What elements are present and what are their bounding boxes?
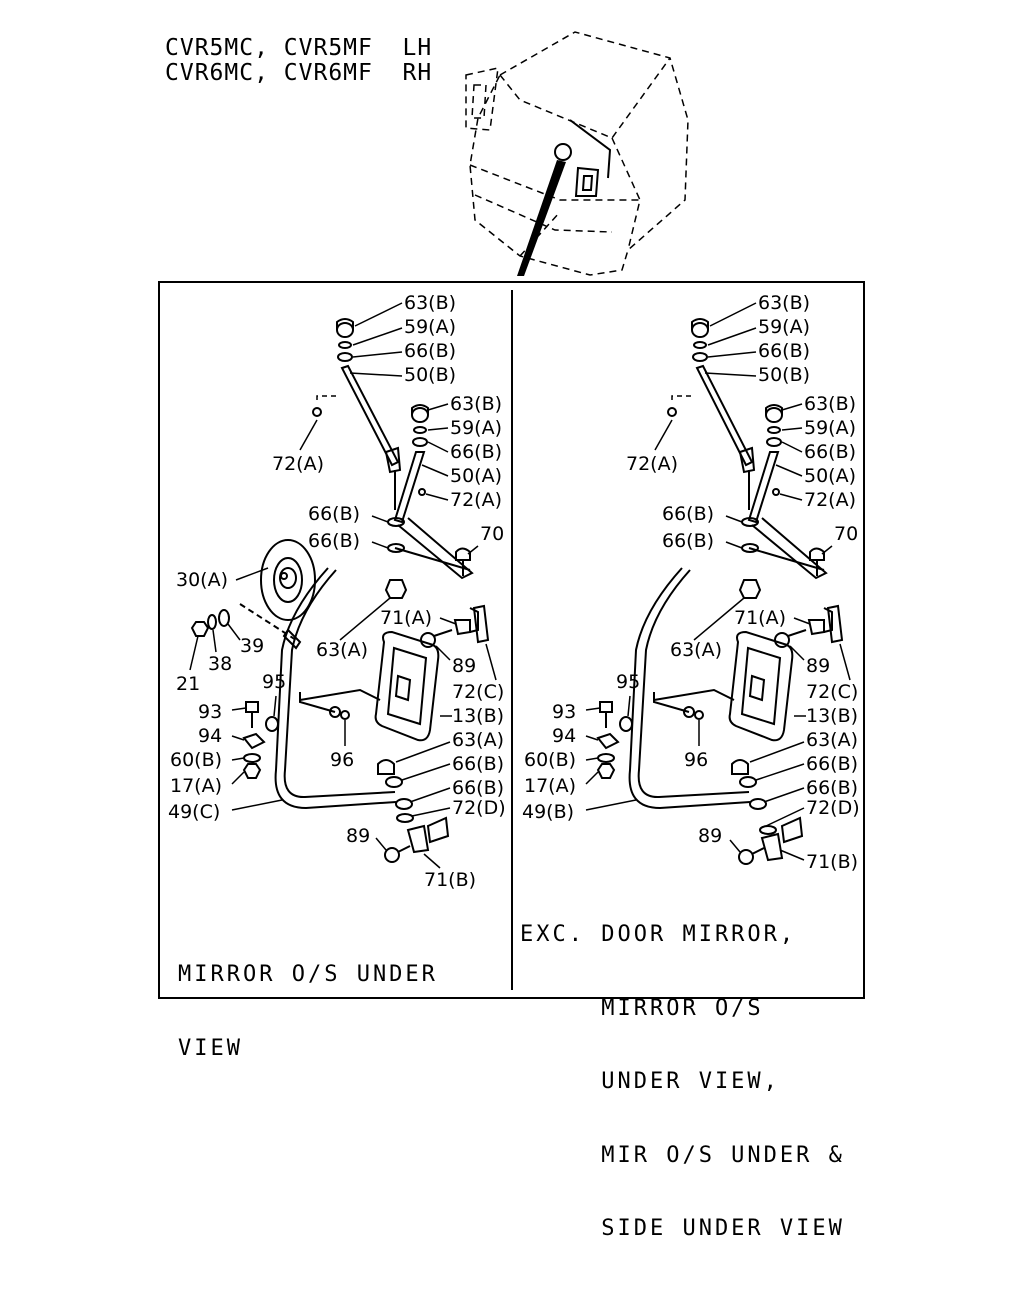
label: 59(A) (450, 417, 502, 439)
label: 59(A) (758, 316, 810, 338)
model-title-line-2: CVR6MC, CVR6MF RH (165, 60, 433, 86)
label: 89 (452, 655, 476, 677)
label: 89 (346, 825, 370, 847)
label: 72(A) (626, 453, 678, 475)
label: 95 (616, 671, 640, 693)
note-line: MIRROR O/S UNDER (178, 962, 438, 987)
label: 93 (552, 701, 576, 723)
label: 50(A) (450, 465, 502, 487)
label: 72(C) (452, 681, 504, 703)
label: 13(B) (452, 705, 504, 727)
label: 89 (806, 655, 830, 677)
label: 71(A) (380, 607, 432, 629)
label: 96 (330, 749, 354, 771)
label: 60(B) (170, 749, 222, 771)
label: 66(B) (758, 340, 810, 362)
note-line: MIRROR O/S (520, 995, 764, 1021)
label: 38 (208, 653, 232, 675)
note-line: VIEW (178, 1035, 243, 1061)
diagram-frame (158, 281, 865, 999)
label: 96 (684, 749, 708, 771)
note-line: MIR O/S UNDER & (520, 1142, 845, 1168)
label: 50(B) (404, 364, 456, 386)
right-part-labels: 63(B) 59(A) 66(B) 50(B) 63(B) 59(A) 66(B… (522, 292, 860, 873)
label: 70 (834, 523, 858, 545)
label: 72(D) (806, 797, 860, 819)
right-panel-note: EXC. DOOR MIRROR, MIRROR O/S UNDER VIEW,… (520, 874, 845, 1291)
label: 60(B) (524, 749, 576, 771)
label: 66(B) (804, 441, 856, 463)
label: 93 (198, 701, 222, 723)
label: 71(B) (424, 869, 476, 891)
label: 63(B) (450, 393, 502, 415)
label: 89 (698, 825, 722, 847)
label: 66(B) (404, 340, 456, 362)
cab-mirror-locator (554, 119, 612, 197)
label: 66(B) (806, 753, 858, 775)
label: 66(B) (662, 530, 714, 552)
label: 63(A) (316, 639, 368, 661)
label: 66(B) (452, 753, 504, 775)
label: 66(B) (806, 777, 858, 799)
label: 95 (262, 671, 286, 693)
label: 71(A) (734, 607, 786, 629)
label: 66(B) (308, 530, 360, 552)
label: 72(A) (450, 489, 502, 511)
note-line: UNDER VIEW, (520, 1069, 780, 1094)
label: 17(A) (170, 775, 222, 797)
label: 66(B) (308, 503, 360, 525)
right-panel-parts (596, 318, 844, 865)
note-line: SIDE UNDER VIEW (520, 1216, 845, 1241)
label: 59(A) (804, 417, 856, 439)
label: 66(B) (452, 777, 504, 799)
label: 94 (198, 725, 222, 747)
left-part-labels: 63(B) 59(A) 66(B) 50(B) 63(B) 59(A) 66(B… (168, 292, 506, 891)
right-panel-leaders (585, 302, 851, 861)
label: 63(B) (404, 292, 456, 314)
label: 49(C) (168, 801, 220, 823)
label: 66(B) (450, 441, 502, 463)
label: 30(A) (176, 569, 228, 591)
model-title-line-1: CVR5MC, CVR5MF LH (165, 35, 433, 61)
label: 17(A) (524, 775, 576, 797)
label: 39 (240, 635, 264, 657)
label: 63(B) (804, 393, 856, 415)
label: 59(A) (404, 316, 456, 338)
left-panel-leaders (189, 302, 497, 869)
label: 63(B) (758, 292, 810, 314)
label: 50(B) (758, 364, 810, 386)
label: 63(A) (452, 729, 504, 751)
label: 63(A) (806, 729, 858, 751)
label: 72(C) (806, 681, 858, 703)
label: 71(B) (806, 851, 858, 873)
label: 63(A) (670, 639, 722, 661)
leader-wedge (517, 160, 566, 276)
label: 94 (552, 725, 576, 747)
left-panel-note: MIRROR O/S UNDER VIEW (178, 914, 438, 1110)
label: 49(B) (522, 801, 574, 823)
note-line: EXC. DOOR MIRROR, (520, 922, 797, 947)
label: 72(D) (452, 797, 506, 819)
label: 50(A) (804, 465, 856, 487)
label: 70 (480, 523, 504, 545)
label: 21 (176, 673, 200, 695)
label: 66(B) (662, 503, 714, 525)
label: 72(A) (272, 453, 324, 475)
label: 72(A) (804, 489, 856, 511)
truck-cab-illustration (465, 31, 689, 276)
label: 13(B) (806, 705, 858, 727)
